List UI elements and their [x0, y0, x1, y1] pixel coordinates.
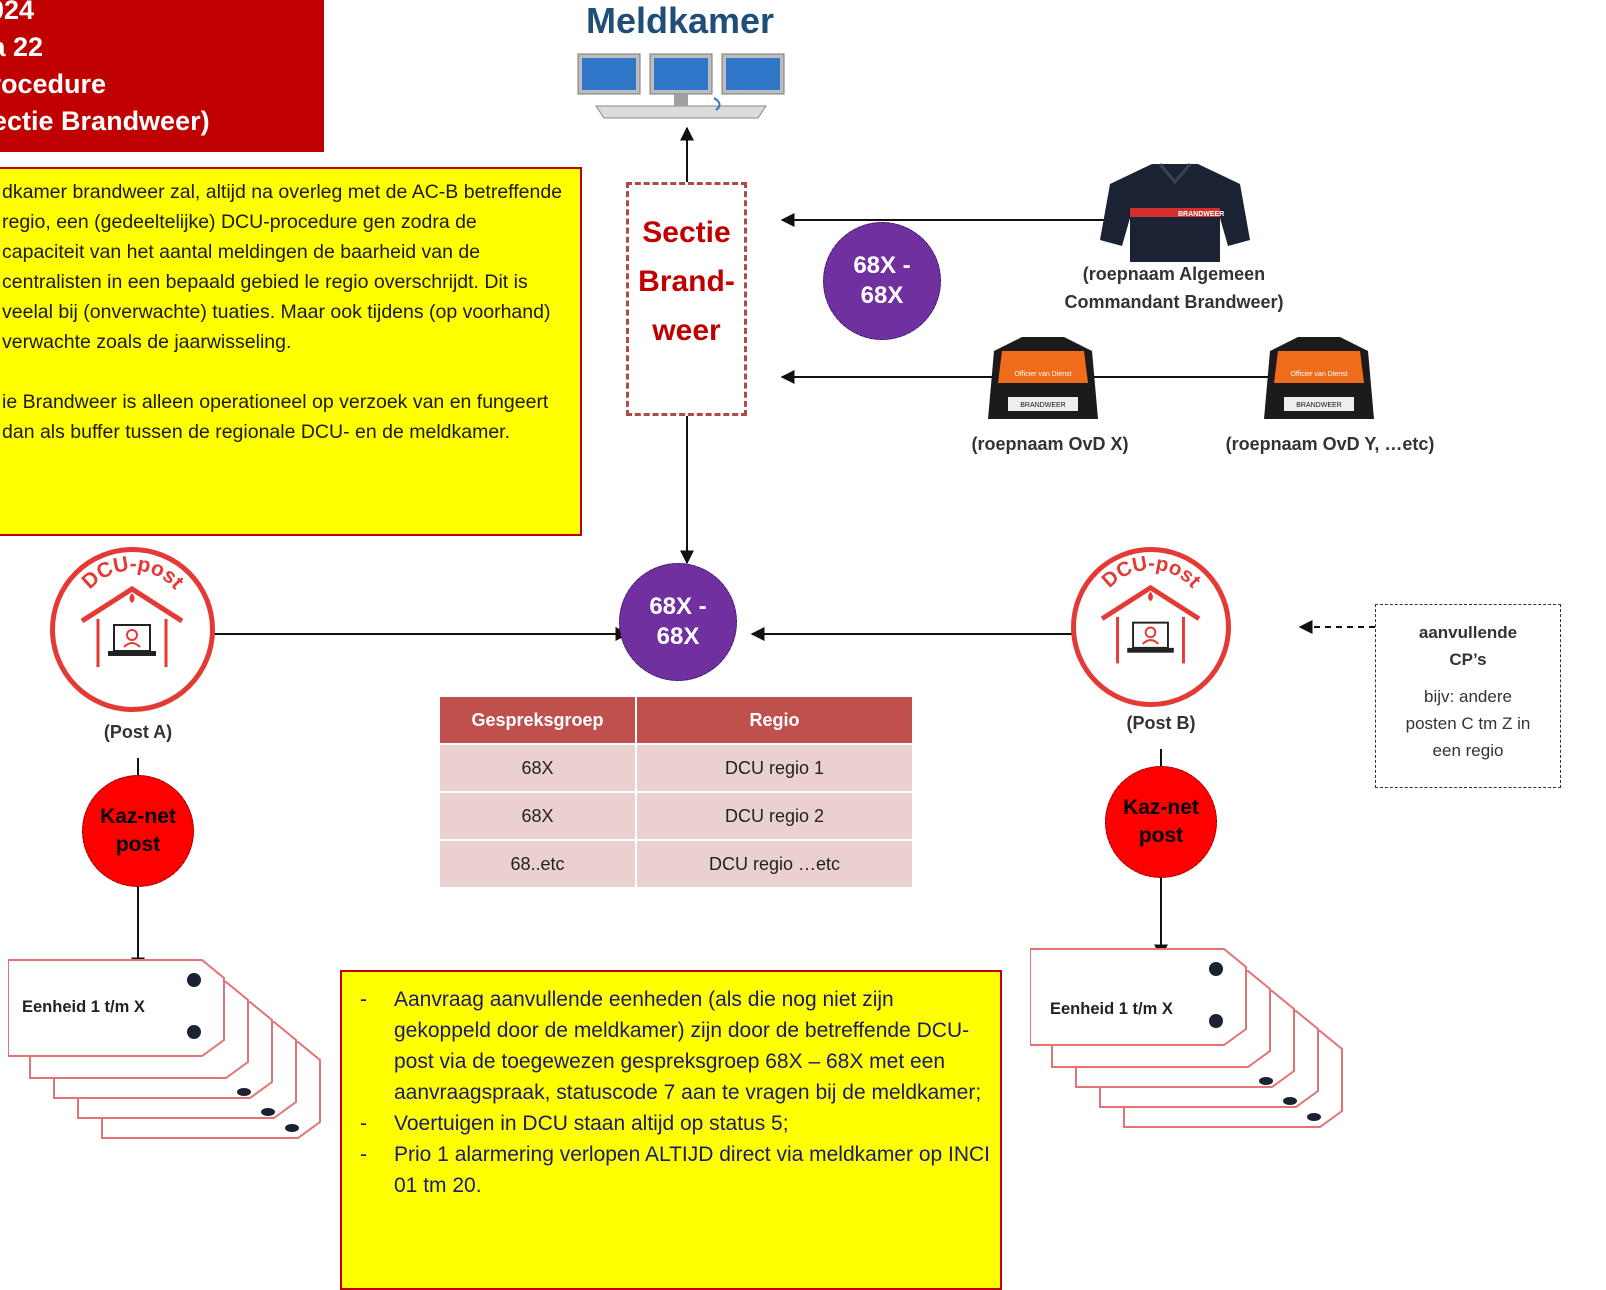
- sectie-brandweer-label: Sectie Brand- weer: [626, 208, 747, 355]
- ovd-x-shirt-bottom-text: BRANDWEER: [1020, 402, 1066, 409]
- computer-monitors-icon: [577, 53, 785, 119]
- talkgroup-circle-top: 68X - 68X: [823, 222, 941, 340]
- title-line-3: procedure: [0, 69, 107, 99]
- instruction-item-1: Aanvraag aanvullende eenheden (als die n…: [358, 984, 990, 1108]
- dcu-post-icon: DCU-post: [77, 552, 188, 667]
- title-banner: 2024 na 22 procedure Sectie Brandweer): [0, 0, 324, 152]
- table-cell: 68X: [438, 791, 637, 841]
- talkgroup-top-line-2: 68X: [860, 282, 904, 309]
- table-row: 68X DCU regio 1: [438, 743, 914, 793]
- commandant-label: (roepnaam Algemeen Commandant Brandweer): [1040, 264, 1308, 313]
- radio-stack-icon: [1030, 948, 1343, 1128]
- cp-desc-line-1: bijv: andere: [1424, 687, 1512, 706]
- cp-desc-line-3: een regio: [1432, 741, 1504, 760]
- ovd-x-shirt-icon: Officier van Dienst BRANDWEER: [988, 337, 1098, 419]
- commandant-label-line-2: Commandant Brandweer): [1064, 292, 1284, 312]
- title-line-2: na 22: [0, 32, 44, 62]
- aanvullende-cp-box: aanvullende CP’s bijv: andere posten C t…: [1375, 604, 1561, 788]
- cp-desc-line-2: posten C tm Z in: [1405, 714, 1531, 733]
- kaznet-post-a: Kaz-net post: [82, 775, 194, 887]
- sectie-line-2: Brand-: [638, 265, 735, 298]
- post-b-label: (Post B): [1126, 713, 1196, 733]
- table-row: 68..etc DCU regio …etc: [438, 839, 914, 889]
- title-line-1: 2024: [0, 0, 35, 25]
- talkgroup-table: Gespreksgroep Regio 68X DCU regio 1 68X …: [438, 695, 914, 889]
- units-b-label: Eenheid 1 t/m X: [1050, 1000, 1173, 1019]
- post-a-label: (Post A): [103, 722, 173, 742]
- table-cell: DCU regio 1: [635, 743, 914, 793]
- table-cell: 68X: [438, 743, 637, 793]
- commander-shirt-icon: BRANDWEER: [1100, 163, 1250, 262]
- kaznet-b-line-1: Kaz-net: [1123, 796, 1199, 819]
- talkgroup-top-line-1: 68X -: [853, 252, 911, 279]
- dcu-post-b: DCU-post: [1071, 547, 1231, 707]
- table-cell: DCU regio 2: [635, 791, 914, 841]
- table-header-row: Gespreksgroep Regio: [438, 695, 914, 745]
- ovd-y-shirt-icon: Officier van Dienst BRANDWEER: [1264, 337, 1374, 419]
- kaznet-b-line-2: post: [1138, 824, 1184, 847]
- ovd-x-shirt-top-text: Officier van Dienst: [1014, 371, 1071, 378]
- instruction-item-3: Prio 1 alarmering verlopen ALTIJD direct…: [358, 1139, 990, 1201]
- table-cell: 68..etc: [438, 839, 637, 889]
- instruction-item-2: Voertuigen in DCU staan altijd op status…: [358, 1108, 990, 1139]
- dcu-post-icon: DCU-post: [1098, 553, 1205, 664]
- ovd-y-shirt-top-text: Officier van Dienst: [1290, 371, 1347, 378]
- kaznet-post-b: Kaz-net post: [1105, 766, 1217, 878]
- sectie-line-3: weer: [652, 314, 721, 347]
- meldkamer-title: Meldkamer: [585, 0, 775, 41]
- radio-stack-icon: [8, 959, 321, 1139]
- sectie-line-1: Sectie: [642, 216, 731, 249]
- table-header-regio: Regio: [635, 695, 914, 745]
- ovd-y-shirt-bottom-text: BRANDWEER: [1296, 402, 1342, 409]
- talkgroup-center-line-1: 68X -: [649, 593, 707, 620]
- instructions-list: Aanvraag aanvullende eenheden (als die n…: [358, 984, 990, 1201]
- talkgroup-center-line-2: 68X: [656, 623, 700, 650]
- kaznet-a-line-1: Kaz-net: [100, 805, 176, 828]
- table-header-gespreksgroep: Gespreksgroep: [438, 695, 637, 745]
- table-row: 68X DCU regio 2: [438, 791, 914, 841]
- ovd-x-label: (roepnaam OvD X): [971, 434, 1129, 454]
- cp-title-line-2: CP’s: [1449, 650, 1487, 669]
- instructions-box: Aanvraag aanvullende eenheden (als die n…: [340, 970, 1002, 1290]
- table-cell: DCU regio …etc: [635, 839, 914, 889]
- title-line-4: Sectie Brandweer): [0, 106, 210, 136]
- commandant-label-line-1: (roepnaam Algemeen: [1082, 264, 1266, 284]
- dcu-post-a: DCU-post: [50, 547, 215, 712]
- info-paragraph-2: ie Brandweer is alleen operationeel op v…: [2, 391, 549, 443]
- cp-title-line-1: aanvullende: [1418, 623, 1518, 642]
- units-a-label: Eenheid 1 t/m X: [22, 998, 145, 1017]
- sectie-brandweer-box: [626, 182, 747, 416]
- info-paragraph-1: dkamer brandweer zal, altijd na overleg …: [2, 181, 563, 353]
- kaznet-a-line-2: post: [115, 833, 161, 856]
- commander-shirt-text: BRANDWEER: [1178, 211, 1224, 218]
- talkgroup-circle-center: 68X - 68X: [619, 563, 737, 681]
- info-box: dkamer brandweer zal, altijd na overleg …: [0, 167, 582, 536]
- ovd-y-label: (roepnaam OvD Y, …etc): [1225, 434, 1435, 454]
